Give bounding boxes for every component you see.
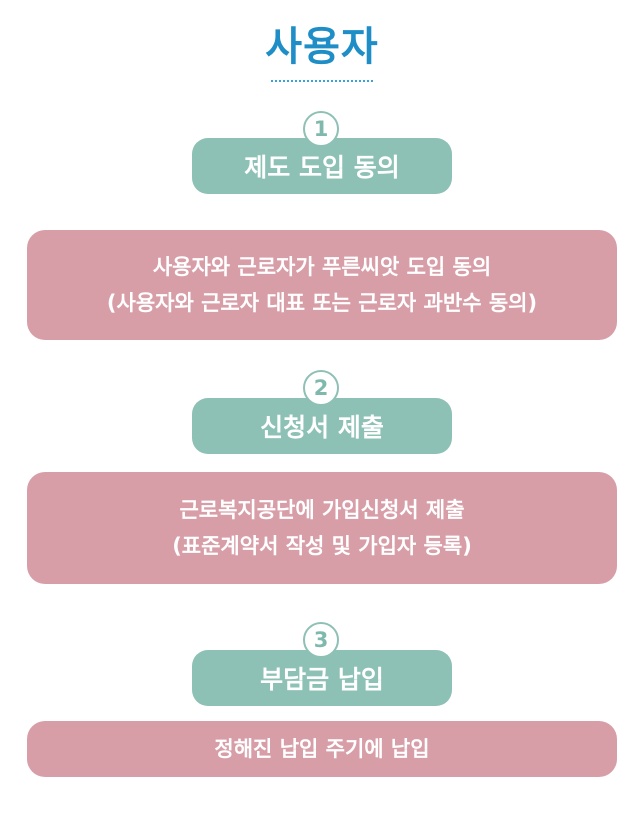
step-3-label-box: 부담금 납입: [192, 650, 452, 706]
step-1-description-box: 사용자와 근로자가 푸른씨앗 도입 동의 (사용자와 근로자 대표 또는 근로자…: [27, 230, 617, 340]
step-2-label-box: 신청서 제출: [192, 398, 452, 454]
step-3-number-badge: 3: [303, 622, 339, 658]
step-3-description-box: 정해진 납입 주기에 납입: [27, 721, 617, 777]
title-divider: [271, 80, 373, 82]
step-2-description-line-1: 근로복지공단에 가입신청서 제출: [179, 498, 465, 522]
step-3-description-line-1: 정해진 납입 주기에 납입: [214, 737, 430, 761]
step-2-description-line-2: (표준계약서 작성 및 가입자 등록): [172, 534, 472, 558]
step-1-description-line-2: (사용자와 근로자 대표 또는 근로자 과반수 동의): [106, 291, 538, 315]
step-1-description-line-1: 사용자와 근로자가 푸른씨앗 도입 동의: [152, 255, 492, 279]
step-2-number-badge: 2: [303, 370, 339, 406]
step-1-number-badge: 1: [303, 111, 339, 147]
page-title: 사용자: [265, 24, 379, 70]
step-1-label-box: 제도 도입 동의: [192, 138, 452, 194]
step-2-description-box: 근로복지공단에 가입신청서 제출 (표준계약서 작성 및 가입자 등록): [27, 472, 617, 584]
